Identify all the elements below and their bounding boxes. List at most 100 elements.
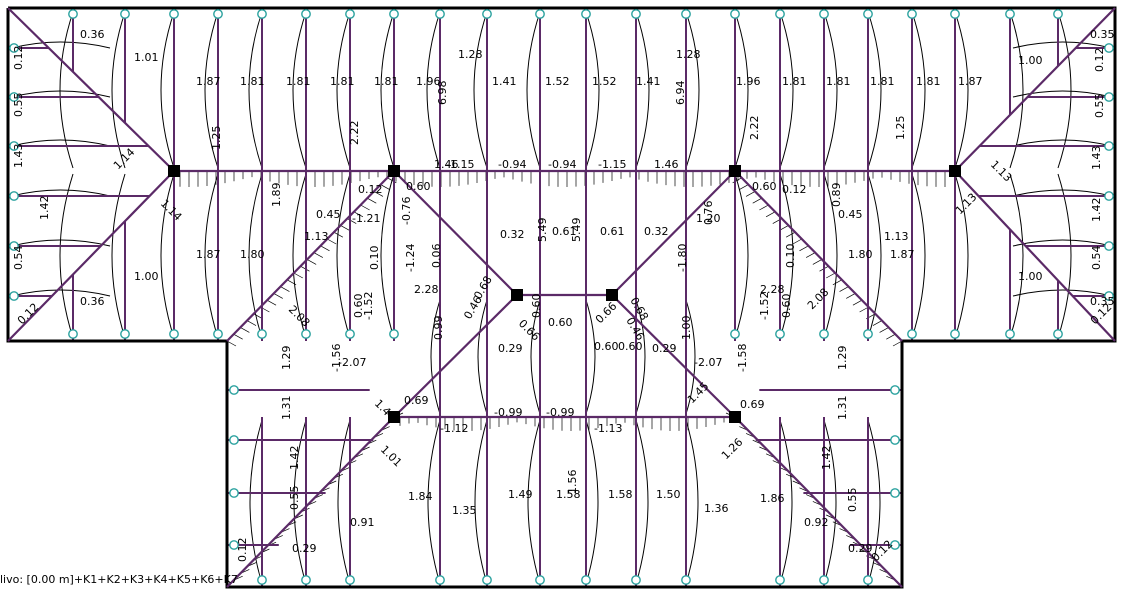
moment-value-label: 1.52: [592, 75, 617, 88]
node-marker: [1104, 92, 1114, 102]
hip-line: [611, 170, 736, 296]
moment-curve: [1009, 11, 1024, 169]
moment-curve: [11, 189, 111, 197]
hatch-line: [353, 211, 364, 218]
node-marker: [581, 575, 591, 585]
node-marker: [120, 329, 130, 339]
moment-curve: [11, 239, 111, 247]
moment-value-label: 0.06: [430, 244, 443, 269]
moment-value-label: 1.20: [696, 212, 721, 225]
moment-curve: [823, 11, 838, 169]
moment-value-label: 1.26: [719, 436, 746, 463]
moment-value-label: 1.46: [654, 158, 679, 171]
moment-curve: [111, 11, 126, 169]
moment-value-label: 1.81: [826, 75, 851, 88]
node-marker: [229, 540, 239, 550]
moment-curve: [734, 173, 749, 339]
node-marker: [907, 9, 917, 19]
moment-curve: [779, 173, 794, 339]
moment-curve: [336, 11, 351, 169]
moment-value-label: 1.52: [545, 75, 570, 88]
moment-value-label: 1.87: [196, 75, 221, 88]
node-marker: [631, 9, 641, 19]
moment-value-label: 2.28: [760, 283, 785, 296]
moment-value-label: 1.36: [704, 502, 729, 515]
node-marker: [1104, 141, 1114, 151]
roof-outline: [6, 6, 1117, 589]
node-marker: [890, 385, 900, 395]
moment-curve: [867, 173, 882, 339]
moment-value-label: -2.07: [338, 356, 366, 369]
hatch-line: [233, 333, 243, 340]
hatch-line: [240, 327, 250, 333]
hatch-line: [846, 293, 856, 299]
moment-value-label: 1.28: [458, 48, 483, 61]
node-marker: [950, 329, 960, 339]
moment-value-label: 1.14: [158, 197, 185, 224]
moment-curve: [427, 419, 441, 585]
load-case-label: livo: [0.00 m]+K1+K2+K3+K4+K5+K6+K7: [0, 573, 238, 586]
moment-curve: [292, 11, 307, 169]
moment-curve: [823, 173, 838, 339]
moment-curve: [635, 419, 649, 585]
moment-curve: [292, 173, 307, 339]
moment-curve: [426, 11, 441, 169]
moment-value-label: 6.98: [436, 81, 449, 106]
moment-value-label: 1.43: [1090, 146, 1103, 171]
node-marker: [229, 385, 239, 395]
moment-curve: [11, 90, 111, 98]
moment-curve: [474, 419, 488, 585]
hatch-line: [266, 299, 277, 306]
node-marker: [345, 9, 355, 19]
hatch-line: [799, 245, 809, 252]
moment-value-label: 1.42: [38, 196, 51, 221]
moment-value-label: 2.08: [805, 286, 832, 313]
moment-curve: [160, 11, 175, 169]
node-marker: [169, 329, 179, 339]
moment-value-label: 1.41: [636, 75, 661, 88]
hatch-line: [832, 279, 843, 286]
moment-value-label: 1.00: [1018, 270, 1043, 283]
node-marker: [863, 329, 873, 339]
hatch-line: [246, 320, 257, 326]
node-marker: [257, 9, 267, 19]
hatch-line: [739, 184, 749, 190]
hatch-line: [879, 327, 889, 333]
hatch-line: [313, 252, 324, 258]
node-marker: [890, 488, 900, 498]
hip-line: [954, 7, 1116, 172]
hatch-line: [872, 320, 883, 326]
moment-value-label: 1.43: [12, 144, 25, 169]
moment-curve: [1012, 90, 1112, 98]
node-marker: [9, 291, 19, 301]
hatch-line: [805, 252, 816, 258]
support-block: [511, 289, 523, 301]
hatch-line: [373, 191, 384, 197]
moment-value-label: 1.81: [870, 75, 895, 88]
moment-value-label: -0.76: [400, 197, 413, 225]
moment-value-label: 0.60: [530, 294, 543, 319]
moment-value-label: 2.22: [748, 116, 761, 141]
node-marker: [435, 9, 445, 19]
moment-value-label: -1.15: [446, 158, 474, 171]
node-marker: [1104, 191, 1114, 201]
moment-value-label: 1.25: [894, 116, 907, 141]
moment-curve: [779, 419, 793, 585]
node-marker: [1104, 291, 1114, 301]
moment-value-label: 1.87: [890, 248, 915, 261]
node-marker: [775, 9, 785, 19]
hatch-line: [752, 197, 762, 204]
moment-value-label: -1.52: [362, 292, 375, 320]
moment-curve: [337, 419, 351, 585]
hip-line: [734, 416, 903, 588]
node-marker: [9, 241, 19, 251]
moment-value-label: 0.76: [702, 201, 715, 226]
moment-curve: [911, 173, 926, 339]
moment-value-label: 0.12: [869, 538, 896, 565]
hatch-line: [852, 299, 863, 306]
node-marker: [9, 43, 19, 53]
node-marker: [1104, 43, 1114, 53]
moment-value-label: 0.91: [350, 516, 375, 529]
moment-curve: [473, 11, 488, 169]
